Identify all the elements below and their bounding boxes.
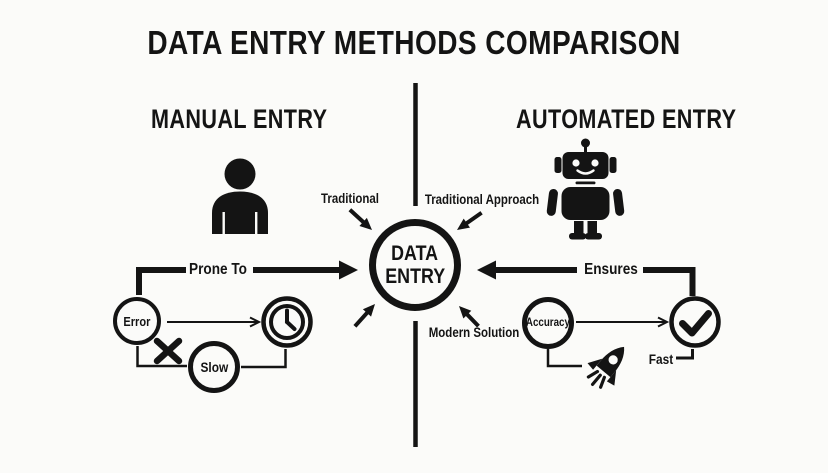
page-title: DATA ENTRY METHODS COMPARISON: [147, 24, 681, 61]
error-node-label: Error: [123, 313, 151, 329]
center-node-line1: DATA: [391, 241, 439, 265]
data-entry-center-node: DATA ENTRY: [369, 219, 461, 311]
prone-to-arrow: [253, 260, 358, 280]
ensures-label: Ensures: [584, 261, 638, 278]
slow-node: Slow: [188, 341, 240, 393]
fast-to-check-elbow: [676, 349, 694, 360]
center-arrow-bottom-right: [459, 306, 480, 328]
clock-icon: [261, 296, 313, 348]
annotation-modern-solution: Modern Solution: [428, 325, 520, 340]
center-arrow-top-right: [457, 211, 483, 230]
center-node-line2: ENTRY: [385, 265, 445, 288]
error-to-clock-arrow: [167, 316, 262, 328]
ensures-arrow: [477, 260, 577, 280]
accuracy-to-check-arrow: [576, 316, 670, 328]
slow-to-clock-elbow: [241, 349, 287, 369]
person-icon: [212, 158, 268, 234]
manual-entry-header: MANUAL ENTRY: [151, 104, 328, 134]
center-arrow-bottom-left: [353, 304, 375, 328]
annotation-traditional: Traditional: [320, 191, 380, 206]
x-mark-icon: [153, 337, 183, 365]
accuracy-node-label: Accuracy: [525, 317, 571, 329]
ensures-elbow: [643, 267, 696, 296]
error-node: Error: [113, 297, 161, 345]
annotation-traditional-approach: Traditional Approach: [424, 192, 540, 207]
accuracy-node: Accuracy: [522, 297, 574, 349]
prone-to-label: Prone To: [189, 261, 247, 278]
rocket-icon: [586, 346, 625, 389]
slow-node-label: Slow: [200, 359, 228, 375]
automated-entry-header: AUTOMATED ENTRY: [516, 104, 737, 134]
center-arrow-top-left: [348, 208, 372, 230]
robot-icon: [546, 138, 625, 240]
check-icon: [669, 296, 721, 348]
prone-to-elbow: [136, 267, 186, 295]
fast-label: Fast: [648, 351, 674, 367]
accuracy-to-rocket-elbow: [546, 349, 582, 368]
error-to-slow-elbow: [136, 346, 187, 368]
